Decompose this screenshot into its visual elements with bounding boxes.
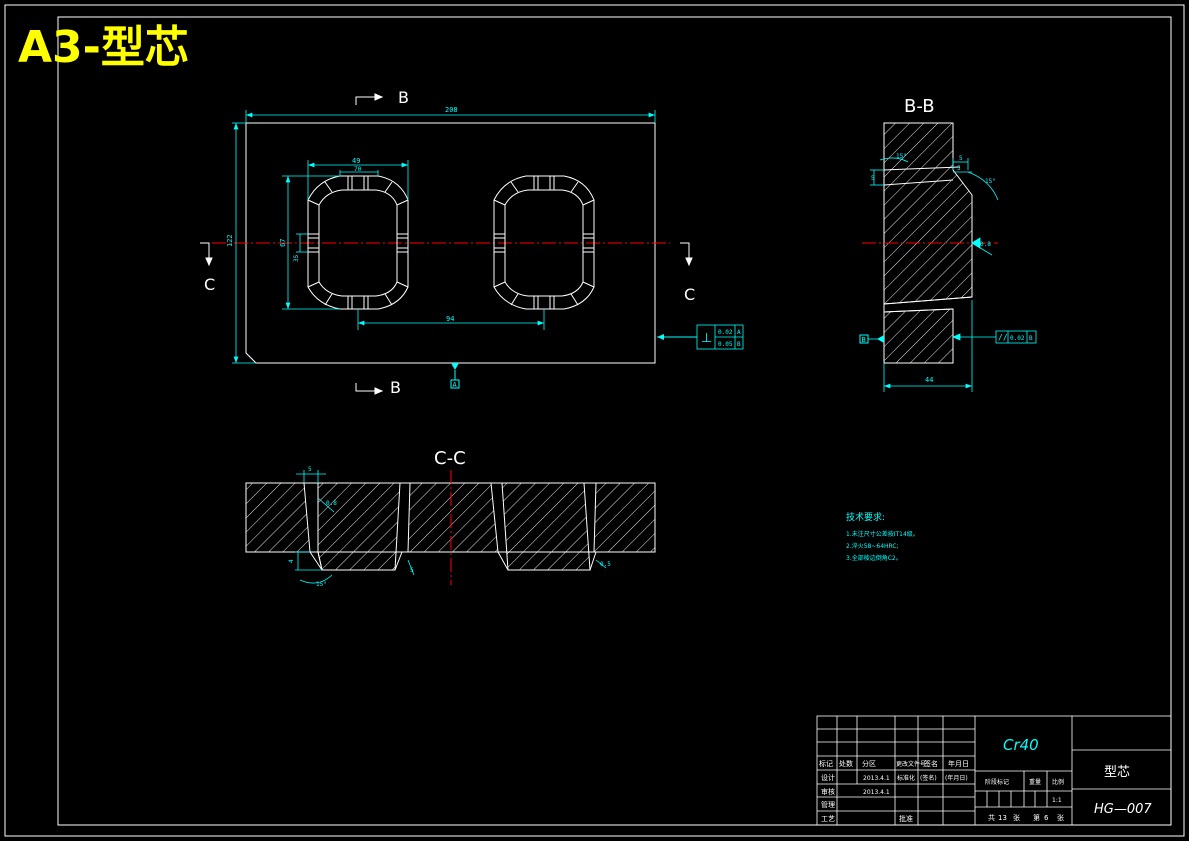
notes-line-1: 1.未注尺寸公差按IT14级。 — [846, 530, 919, 538]
bb-dim-width: 44 — [925, 376, 933, 384]
tb-row-label-0: 标记 — [819, 759, 833, 768]
tb-sheet-no: 6 — [1044, 814, 1049, 822]
dim-overall-length: 208 — [445, 106, 458, 114]
bb-tol-parallel-value: 0.02 — [1010, 335, 1025, 342]
plan-view: 208 122 49 70 67 35 94 B B C C A — [200, 88, 744, 397]
cc-roughness: 0.8 — [326, 500, 337, 507]
tb-scale-value: 1:1 — [1052, 797, 1062, 804]
bb-tol-parallel-datum: B — [1029, 335, 1033, 342]
tb-design-label: 设计 — [821, 773, 835, 782]
tb-row-label-1: 处数 — [839, 759, 853, 768]
tb-approve-label: 批准 — [899, 814, 913, 823]
cc-dim-4: 4 — [288, 559, 295, 563]
section-b-label-top: B — [398, 88, 409, 107]
tb-check-date: 2013.4.1 — [863, 789, 890, 796]
sheet-outer-border — [4, 4, 1185, 837]
tb-design-date: 2013.4.1 — [863, 775, 890, 782]
sheet-inner-border — [57, 16, 1172, 826]
tb-standardization-label: 标准化 — [897, 774, 915, 782]
tol-perp-symbol: ⊥ — [701, 331, 712, 346]
tb-check-label: 审核 — [821, 787, 835, 796]
tol-perp-datum: A — [737, 329, 741, 336]
tb-scale-label: 比例 — [1052, 778, 1064, 786]
dim-cavity-width: 49 — [352, 157, 360, 165]
tb-row-label-5: 年月日 — [948, 759, 969, 768]
tb-row-label-4: 签名 — [924, 759, 938, 768]
notes-line-2: 2.淬火58~64HRC; — [846, 542, 899, 550]
bb-roughness: 0.8 — [980, 241, 991, 248]
datum-a-triangle — [451, 363, 459, 370]
datum-b-box — [859, 334, 869, 344]
datum-b-label: B — [862, 336, 866, 344]
tol-perp-value: 0.02 — [718, 329, 733, 336]
bb-tol-parallel-symbol: // — [998, 333, 1008, 342]
bb-dim-5a: 5 — [871, 175, 875, 182]
tb-stage-label: 阶段标记 — [985, 778, 1009, 786]
tol-flat-datum: B — [737, 341, 741, 348]
bb-upper-hatch — [883, 122, 973, 305]
tol-flat-value: 0.05 — [718, 341, 733, 348]
tb-sign-label: (签名) — [920, 774, 937, 782]
drawing-title: A3-型芯 — [18, 22, 189, 73]
section-c-label-right: C — [684, 285, 695, 304]
notes-line-3: 3.全部棱边倒角C2。 — [846, 554, 902, 562]
bb-lower-hatch — [883, 308, 954, 364]
section-b-label-bottom: B — [390, 378, 401, 397]
cc-dim-05: 0.5 — [600, 561, 611, 568]
cc-dim-angle: 15° — [316, 581, 327, 588]
section-bb-title: B-B — [904, 96, 935, 117]
section-cc: C-C 5 4 15° 0.8 5 — [245, 448, 656, 588]
dim-cavity-height: 67 — [279, 239, 287, 247]
dim-overall-height: 122 — [226, 234, 234, 247]
tb-sheet-no-prefix: 第 — [1033, 813, 1040, 822]
bb-dim-5c: 5 — [957, 165, 961, 172]
datum-a-label: A — [453, 381, 458, 389]
section-markers — [200, 93, 693, 395]
tb-drawing-number: HG—007 — [1094, 802, 1152, 817]
tb-part-name: 型芯 — [1104, 765, 1130, 780]
section-bb: B-B B — [859, 96, 1037, 392]
technical-notes: 技术要求: 1.未注尺寸公差按IT14级。 2.淬火58~64HRC; 3.全部… — [846, 511, 919, 562]
bb-dim-angle-1: 15° — [896, 153, 907, 160]
dim-cavity-small: 35 — [293, 254, 300, 262]
tb-row-label-3: 更改文件号 — [896, 760, 926, 768]
tb-sheet-unit: 张 — [1057, 813, 1064, 822]
cc-dim-5b: 5 — [410, 567, 414, 574]
dim-cavity-inner: 70 — [354, 166, 362, 173]
dim-pitch: 94 — [446, 315, 454, 323]
bb-dimensions — [868, 157, 1037, 392]
bb-dim-angle-2: 15° — [985, 178, 996, 185]
tb-weight-label: 重量 — [1029, 778, 1041, 786]
section-cc-title: C-C — [434, 448, 466, 469]
tb-sheets-total: 13 — [998, 814, 1007, 822]
tb-date-label: (年月日) — [945, 774, 968, 782]
tb-sheets-total-prefix: 共 — [988, 813, 995, 822]
tb-row-label-2: 分区 — [862, 759, 876, 768]
bb-dim-5b: 5 — [959, 155, 963, 162]
cc-dim-5: 5 — [308, 466, 312, 473]
cavity-left — [307, 175, 409, 310]
tolerance-frame-perp — [696, 324, 744, 350]
tb-sheets-unit: 张 — [1013, 813, 1020, 822]
tb-approve-label2: 管理 — [821, 800, 835, 809]
title-block: 标记 处数 分区 更改文件号 签名 年月日 设计 2013.4.1 标准化 (签… — [816, 715, 1172, 826]
tb-process-label: 工艺 — [821, 815, 835, 823]
datum-a-box — [450, 379, 460, 389]
cc-dimensions — [295, 470, 607, 584]
notes-heading: 技术要求: — [846, 511, 885, 523]
tb-material: Cr40 — [1003, 736, 1039, 754]
section-c-label-left: C — [204, 275, 215, 294]
plan-dimensions — [232, 110, 656, 364]
